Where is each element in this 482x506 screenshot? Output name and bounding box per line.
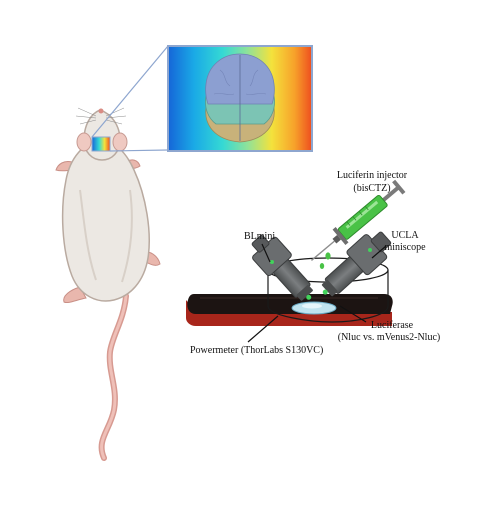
luciferase-label-line1: Luciferase: [371, 320, 414, 331]
mouse-icon: [55, 107, 161, 461]
syringe-icon: [310, 179, 406, 261]
mouse-ear-right: [112, 132, 128, 152]
ucla-label-line2: miniscope: [384, 242, 426, 253]
powermeter-icon: [186, 294, 393, 326]
injector-label-line2: (bisCTZ): [353, 183, 390, 194]
powermeter-label: Powermeter (ThorLabs S130VC): [190, 345, 323, 356]
ucla-label-line1: UCLA: [391, 230, 419, 241]
luciferin-drops: [319, 252, 331, 269]
luciferase-label-line2: (Nluc vs. mVenus2-Nluc): [338, 332, 440, 343]
leader-lines: [247, 243, 387, 343]
brain-icon: [205, 53, 275, 143]
head-imaging-window: [91, 136, 111, 152]
mouse-nose: [98, 108, 104, 114]
injector-label-line1: Luciferin injector: [337, 170, 408, 181]
blmini-device: [251, 234, 313, 301]
mouse-hind-foot-left: [63, 286, 87, 303]
microscope-icon: [321, 231, 392, 297]
brain-inset: [167, 45, 313, 152]
mouse-whiskers: [75, 107, 127, 125]
blmini-label: BLmini: [244, 231, 275, 242]
zoom-connector: [91, 45, 169, 152]
mouse-ear-left: [76, 132, 92, 152]
